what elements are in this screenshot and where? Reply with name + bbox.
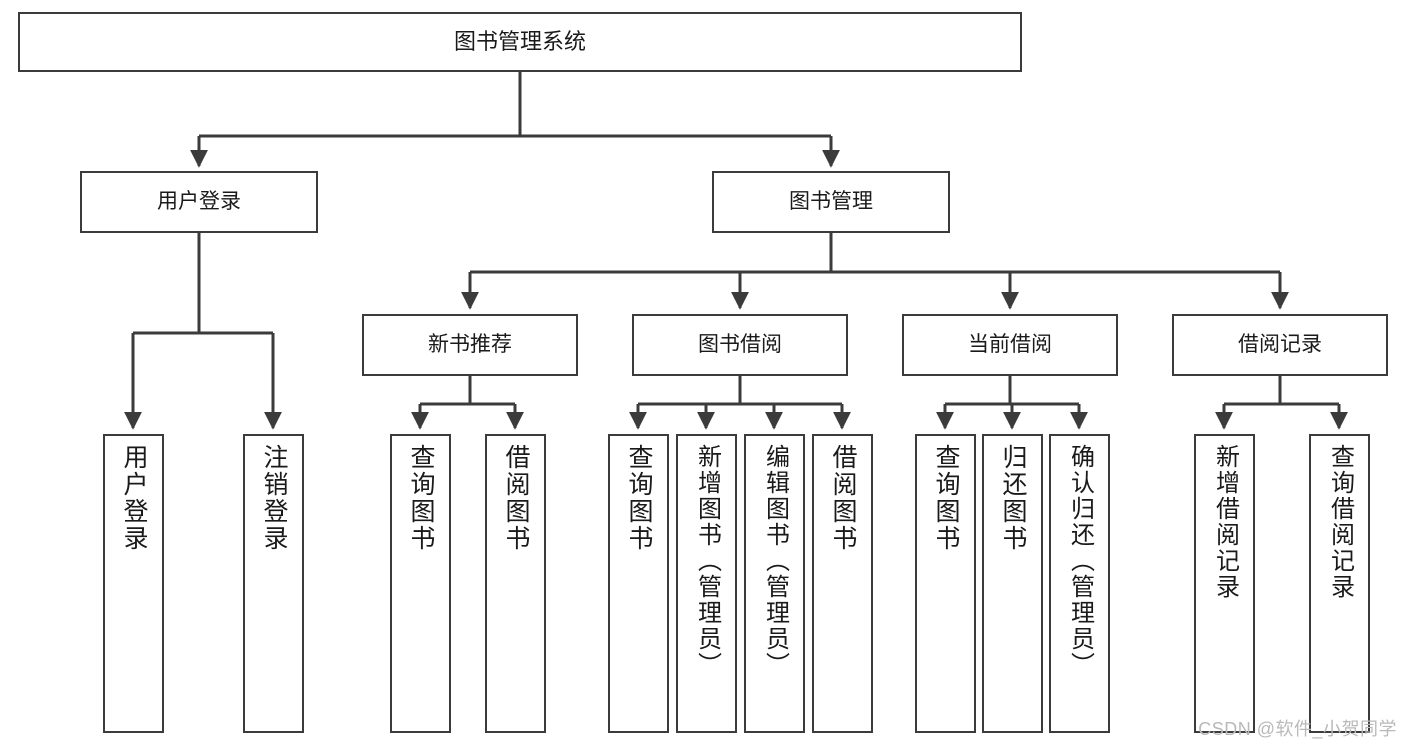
leaf-return-book[interactable]: 归还图书 xyxy=(982,434,1043,733)
leaf-query-book-current[interactable]: 查询图书 xyxy=(915,434,976,733)
node-label: 图书借阅 xyxy=(698,332,782,356)
node-label: 归还图书 xyxy=(999,444,1027,552)
node-label: 查询图书 xyxy=(407,444,435,552)
node-current-borrow[interactable]: 当前借阅 xyxy=(902,314,1118,376)
leaf-edit-book-admin[interactable]: 编辑图书（管理员） xyxy=(744,434,805,733)
node-label: 借阅图书 xyxy=(502,444,530,552)
node-label: 新增图书（管理员） xyxy=(693,444,721,678)
node-label: 新增借阅记录 xyxy=(1211,444,1239,600)
node-label: 编辑图书（管理员） xyxy=(761,444,789,678)
leaf-query-book-borrow[interactable]: 查询图书 xyxy=(608,434,669,733)
node-label: 确认归还（管理员） xyxy=(1066,444,1094,678)
node-label: 当前借阅 xyxy=(968,332,1052,356)
leaf-add-borrow-record[interactable]: 新增借阅记录 xyxy=(1194,434,1255,733)
node-new-book-recommend[interactable]: 新书推荐 xyxy=(362,314,578,376)
node-label: 查询图书 xyxy=(625,444,653,552)
node-label: 借阅记录 xyxy=(1238,332,1322,356)
leaf-query-book-new-book[interactable]: 查询图书 xyxy=(390,434,451,733)
node-label: 图书管理 xyxy=(789,189,873,213)
node-label: 用户登录 xyxy=(120,444,148,552)
node-label: 查询借阅记录 xyxy=(1326,444,1354,600)
node-root-book-management-system[interactable]: 图书管理系统 xyxy=(18,12,1022,72)
node-label: 查询图书 xyxy=(932,444,960,552)
leaf-query-borrow-record[interactable]: 查询借阅记录 xyxy=(1309,434,1370,733)
node-label: 新书推荐 xyxy=(428,332,512,356)
leaf-user-login[interactable]: 用户登录 xyxy=(103,434,164,733)
leaf-confirm-return-admin[interactable]: 确认归还（管理员） xyxy=(1049,434,1110,733)
leaf-borrow-book-new-book[interactable]: 借阅图书 xyxy=(485,434,546,733)
leaf-logout-login[interactable]: 注销登录 xyxy=(243,434,304,733)
node-label: 注销登录 xyxy=(260,444,288,552)
node-label: 图书管理系统 xyxy=(453,29,586,55)
node-borrow-record[interactable]: 借阅记录 xyxy=(1172,314,1388,376)
leaf-borrow-book-borrow[interactable]: 借阅图书 xyxy=(812,434,873,733)
node-label: 用户登录 xyxy=(157,189,241,213)
node-book-borrow[interactable]: 图书借阅 xyxy=(632,314,848,376)
node-user-login[interactable]: 用户登录 xyxy=(80,171,318,233)
leaf-add-book-admin[interactable]: 新增图书（管理员） xyxy=(676,434,737,733)
node-book-management[interactable]: 图书管理 xyxy=(712,171,950,233)
node-label: 借阅图书 xyxy=(829,444,857,552)
